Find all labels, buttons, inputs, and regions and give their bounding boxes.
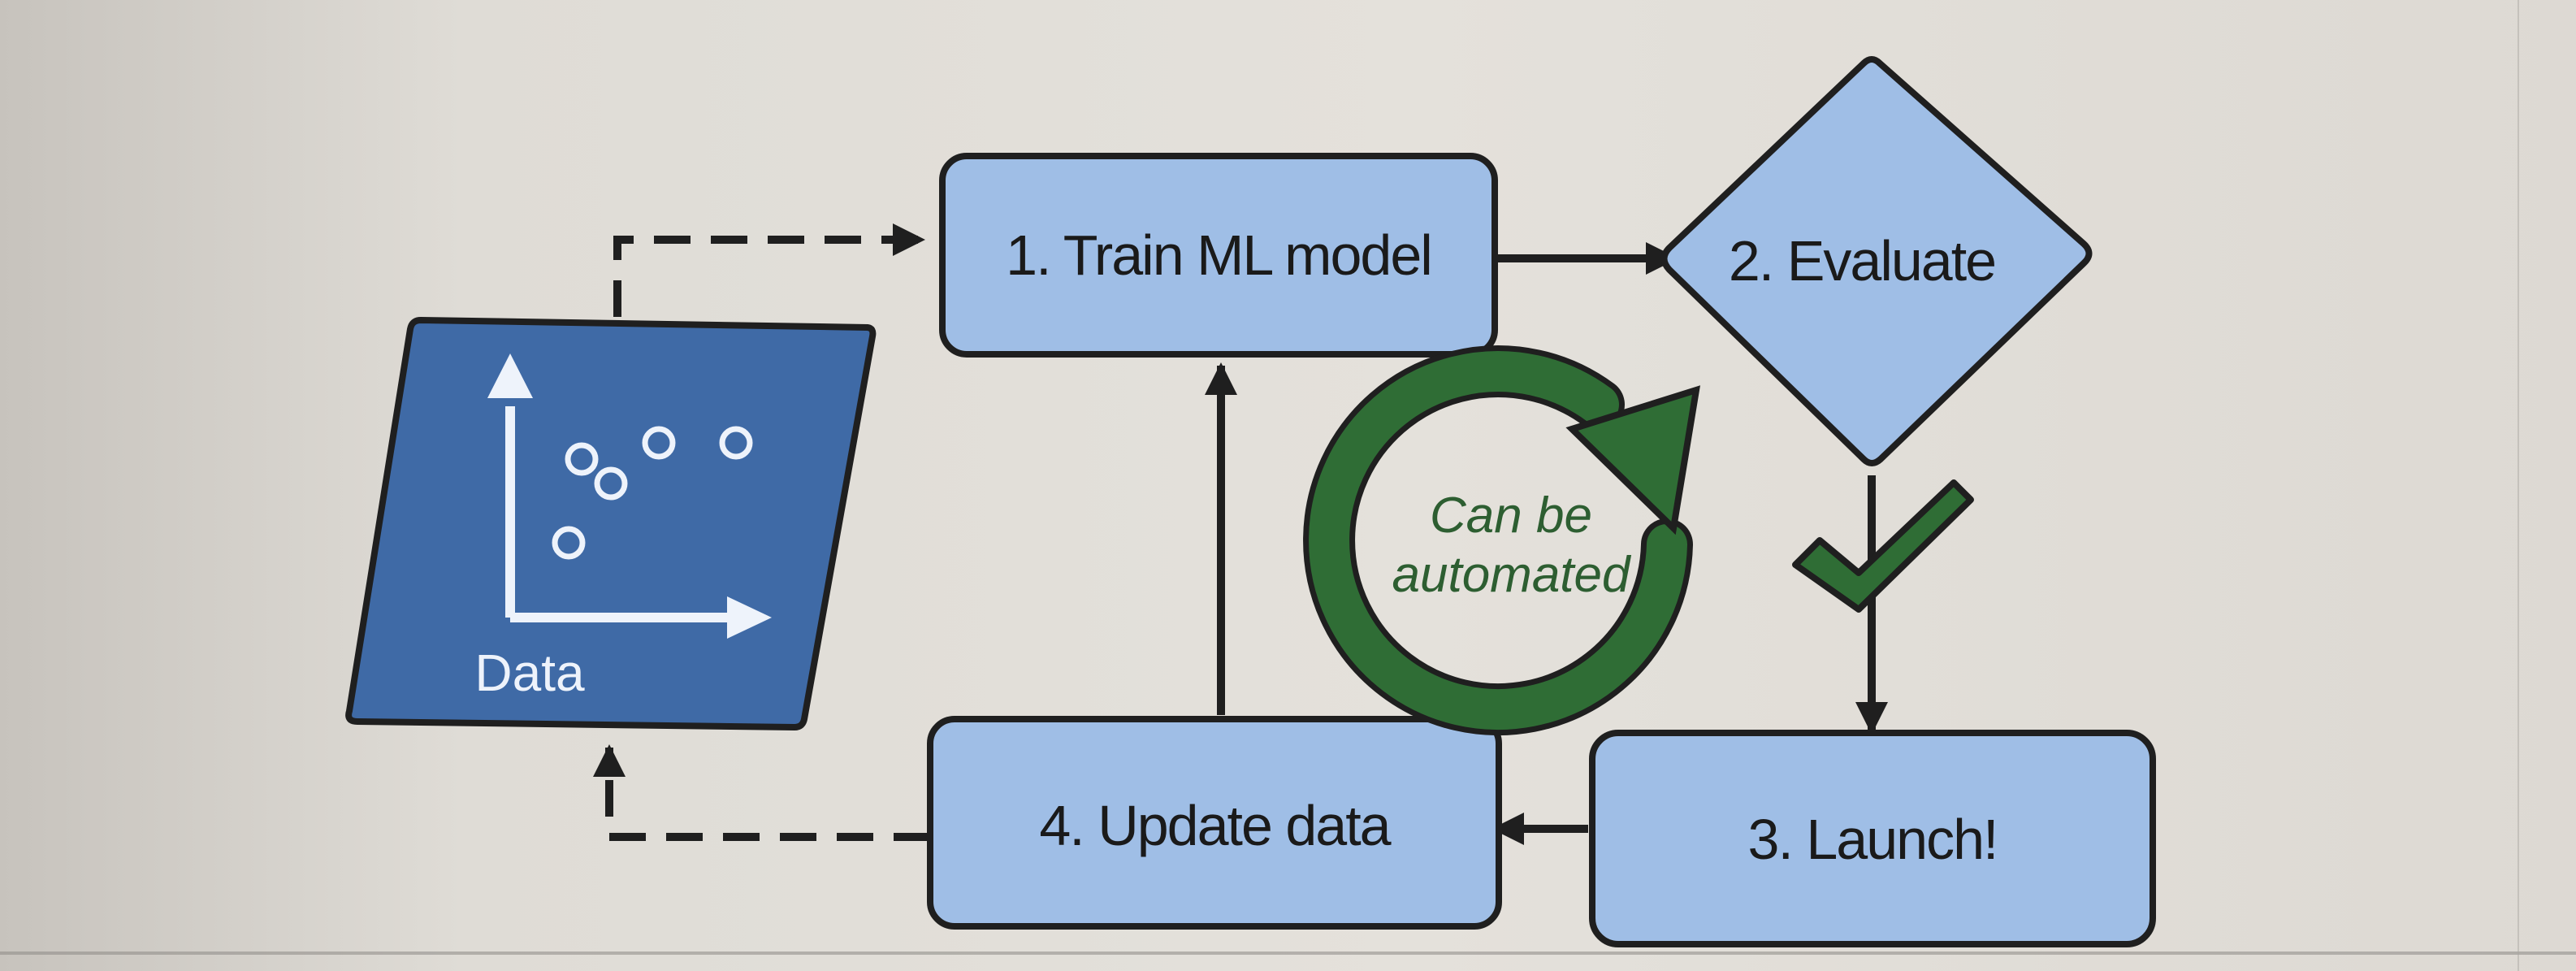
cycle-arrow-icon (1309, 351, 1687, 730)
update-step: 4. Update data (927, 716, 1502, 930)
scatter-point (565, 442, 599, 476)
dashed-arrow-data-to-train (613, 223, 925, 317)
dashed-arrow-update-to-data (593, 744, 930, 841)
scatter-x-arrowhead (727, 596, 772, 639)
launch-box (1589, 730, 2156, 947)
cycle-arrowhead (1565, 385, 1701, 535)
evaluate-label: 2. Evaluate (1729, 229, 1995, 293)
scatter-plot-icon (487, 353, 772, 639)
scatter-point (552, 526, 586, 560)
scatter-point (642, 426, 676, 460)
evaluate-step: 2. Evaluate (1660, 56, 2093, 466)
update-label: 4. Update data (1039, 794, 1391, 857)
update-box (927, 716, 1502, 930)
data-label: Data (474, 644, 585, 702)
automation-note-line-2: automated (1392, 547, 1633, 603)
scatter-y-arrowhead (487, 353, 533, 398)
data-parallelogram (345, 316, 877, 731)
automation-note-line-1: Can be (1430, 488, 1592, 544)
launch-step: 3. Launch! (1589, 730, 2156, 947)
checkmark-icon (1792, 479, 1974, 613)
automation-cycle: Can be automated (1303, 345, 1701, 736)
data-node: Data (345, 316, 877, 731)
train-label: 1. Train ML model (1006, 223, 1431, 287)
scatter-point (594, 466, 628, 501)
launch-label: 3. Launch! (1748, 808, 1998, 871)
evaluate-diamond (1660, 56, 2093, 466)
train-step: 1. Train ML model (939, 153, 1498, 358)
train-box (939, 153, 1498, 358)
scatter-point (719, 426, 753, 460)
